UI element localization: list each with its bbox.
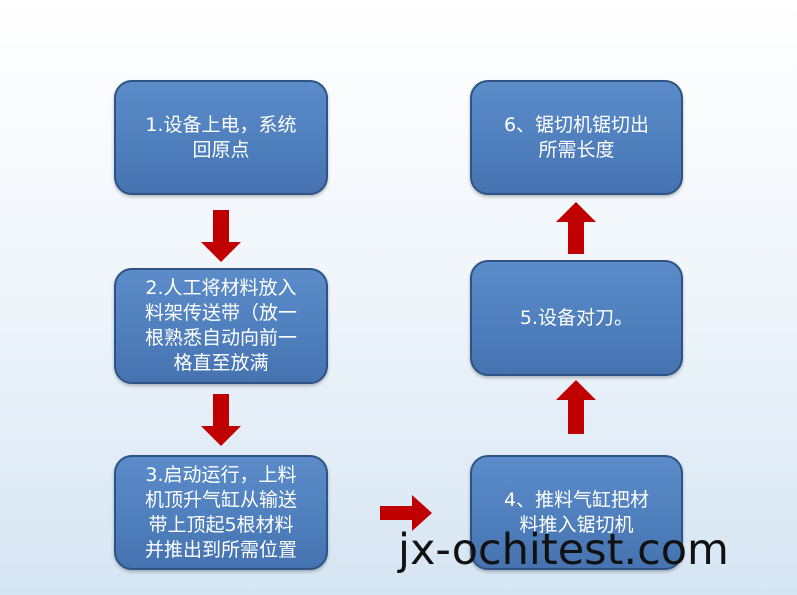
step-3-line-1: 3.启动运行，上料	[145, 463, 297, 486]
step-2-load-material-box: 2.人工将材料放入 料架传送带（放一 根熟悉自动向前一 格直至放满	[114, 268, 328, 384]
watermark-text: jx-ochitest.com	[398, 525, 729, 575]
step-6-saw-cut-box: 6、锯切机锯切出 所需长度	[470, 80, 683, 195]
step-1-line-2: 回原点	[192, 138, 250, 161]
step-2-line-1: 2.人工将材料放入	[145, 277, 297, 299]
step-5-text: 5.设备对刀。	[520, 306, 633, 331]
step-6-line-2: 所需长度	[538, 138, 615, 161]
step-4-line-1: 4、推料气缸把材	[503, 488, 650, 511]
arrow-right-icon	[380, 495, 432, 531]
step-3-line-4: 并推出到所需位置	[144, 538, 297, 561]
arrow-up-icon	[556, 380, 596, 434]
step-1-power-on-box: 1.设备上电，系统 回原点	[114, 80, 328, 195]
step-2-line-3: 根熟悉自动向前一	[144, 327, 297, 349]
step-4-push-material-box: 4、推料气缸把材 料推入锯切机	[470, 455, 683, 570]
step-2-text: 2.人工将材料放入 料架传送带（放一 根熟悉自动向前一 格直至放满	[145, 276, 297, 376]
step-3-start-run-box: 3.启动运行，上料 机顶升气缸从输送 带上顶起5根材料 并推出到所需位置	[114, 455, 328, 570]
step-3-text: 3.启动运行，上料 机顶升气缸从输送 带上顶起5根材料 并推出到所需位置	[145, 463, 297, 563]
arrow-up-icon	[556, 202, 596, 254]
step-5-line-1: 5.设备对刀。	[519, 306, 634, 329]
step-2-line-4: 格直至放满	[173, 352, 269, 374]
step-2-line-2: 料架传送带（放一	[144, 302, 297, 324]
step-3-line-2: 机顶升气缸从输送	[144, 488, 297, 511]
step-4-line-2: 料推入锯切机	[519, 513, 634, 536]
step-1-line-1: 1.设备上电，系统	[145, 113, 297, 136]
step-3-line-3: 带上顶起5根材料	[148, 513, 294, 536]
arrow-down-icon	[201, 210, 241, 262]
step-5-tool-setting-box: 5.设备对刀。	[470, 260, 683, 376]
step-6-text: 6、锯切机锯切出 所需长度	[504, 113, 649, 163]
step-1-text: 1.设备上电，系统 回原点	[145, 113, 296, 163]
step-6-line-1: 6、锯切机锯切出	[503, 113, 650, 136]
step-4-text: 4、推料气缸把材 料推入锯切机	[504, 488, 649, 538]
arrow-down-icon	[201, 394, 241, 446]
